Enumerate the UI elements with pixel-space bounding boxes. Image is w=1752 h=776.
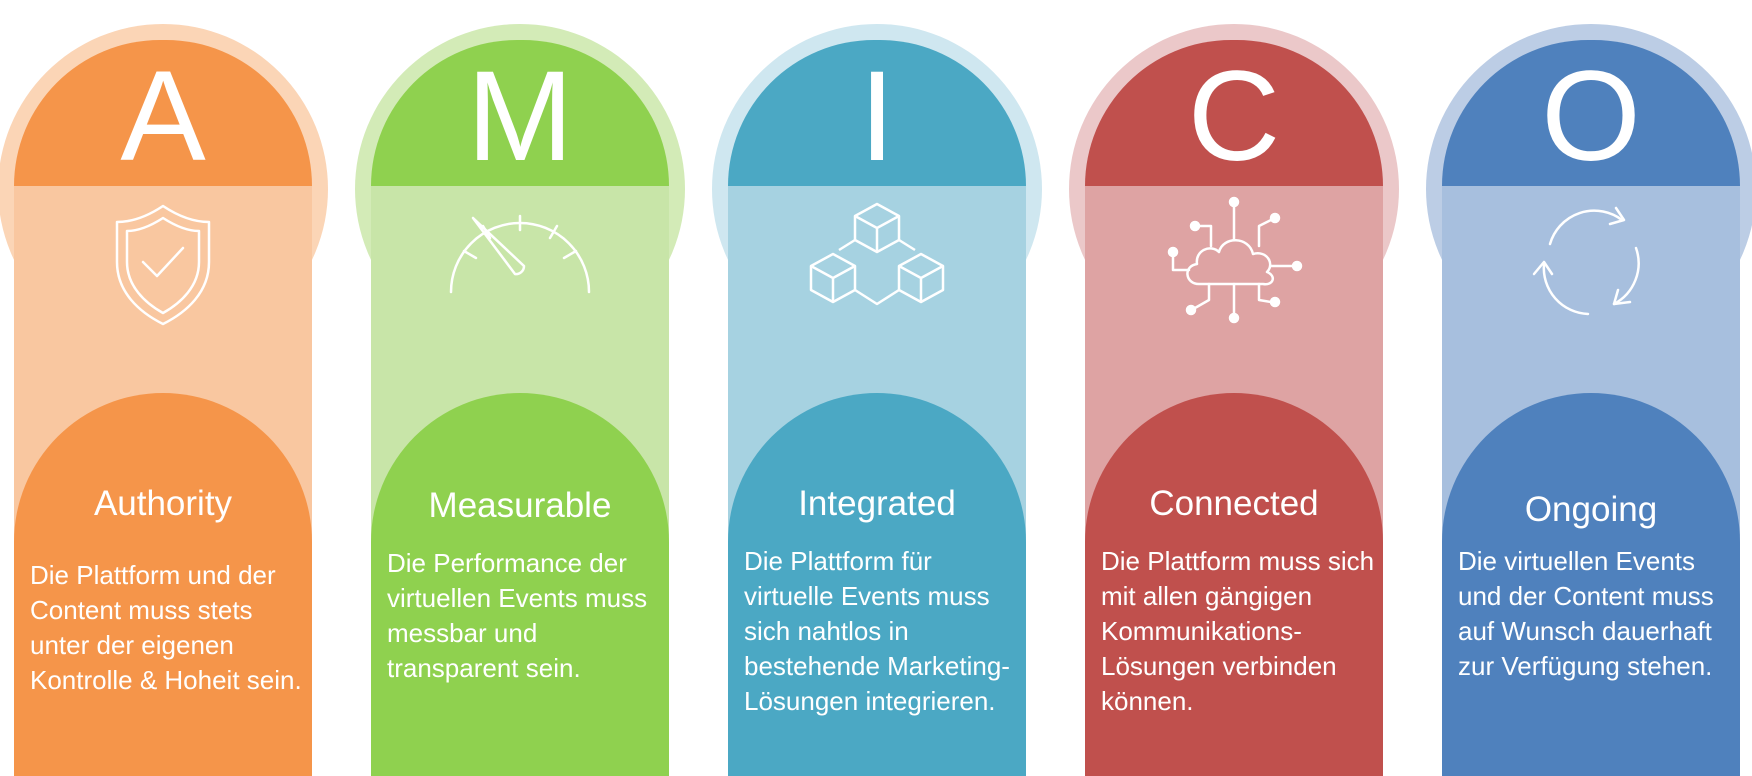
pillar-name: Measurable	[428, 486, 612, 525]
cubes-icon	[809, 200, 945, 322]
pillar-integrated: I Integrated Die Plattform für virtuelle…	[712, 0, 1042, 776]
pillar-letter: I	[859, 45, 895, 188]
shield-check-icon	[105, 196, 221, 332]
pillar-description: Die virtuellen Events und der Content mu…	[1458, 546, 1714, 681]
refresh-cycle-icon	[1530, 202, 1652, 324]
pillar-name: Integrated	[798, 484, 956, 523]
pillar-authority: A Authority Die Plattform und der Conten…	[0, 0, 328, 776]
pillar-connected: C Connected Die Plattform muss sich mit …	[1069, 0, 1399, 776]
cloud-network-icon	[1159, 196, 1309, 326]
pillar-bottom	[728, 393, 1026, 776]
pillar-bottom	[371, 393, 669, 776]
pillar-bottom	[1442, 393, 1740, 776]
pillar-bottom	[14, 393, 312, 776]
pillar-description: Die Plattform und der Content muss stets…	[30, 560, 302, 695]
pillar-name: Authority	[93, 484, 233, 523]
pillar-letter: C	[1187, 45, 1281, 188]
pillar-description: Die Plattform muss sich mit allen gängig…	[1101, 546, 1375, 716]
pillar-name: Connected	[1149, 484, 1319, 523]
pillar-description: Die Plattform für virtuelle Events muss …	[744, 546, 1010, 716]
pillar-ongoing: O Ongoing Die virtuellen Events und der …	[1426, 0, 1752, 776]
pillar-letter: M	[466, 45, 574, 188]
pillar-name: Ongoing	[1524, 490, 1658, 529]
pillar-measurable: M Measurable Die Performance der virtuel…	[355, 0, 685, 776]
pillar-description: Die Performance der virtuellen Events mu…	[387, 548, 648, 683]
pillar-letter: A	[120, 45, 206, 188]
speedometer-icon	[445, 196, 595, 332]
pillar-bottom	[1085, 393, 1383, 776]
pillar-letter: O	[1541, 45, 1641, 188]
